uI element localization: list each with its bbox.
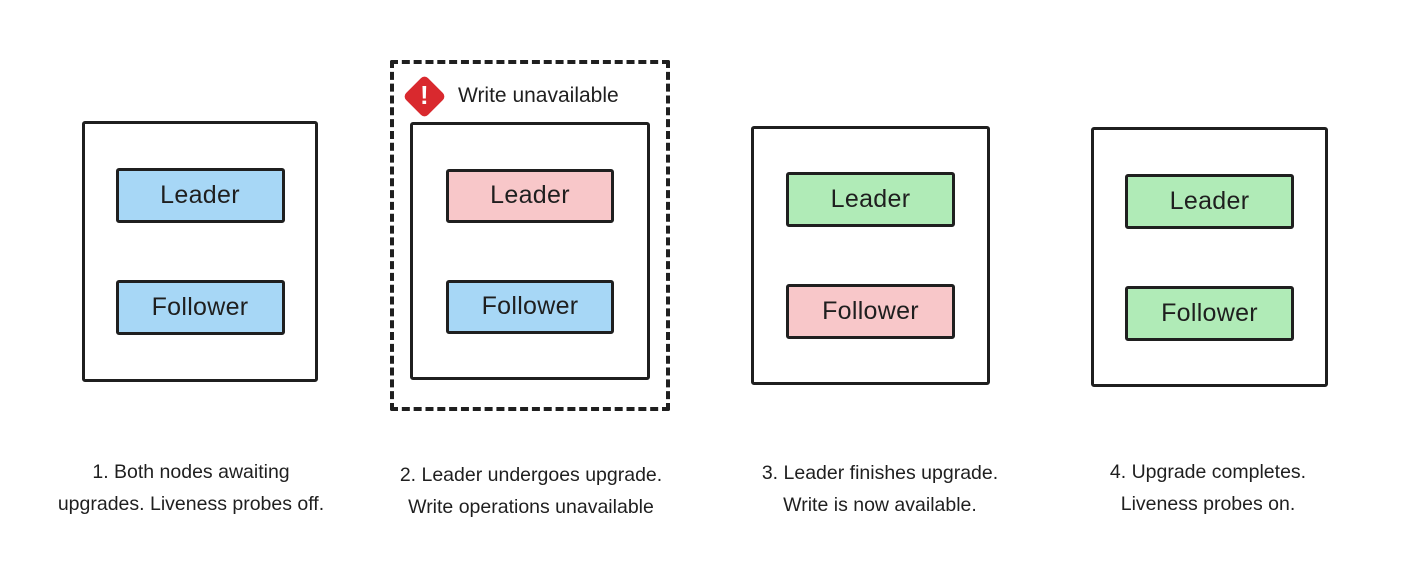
leader-node-label: Leader [160, 181, 240, 209]
cluster-box-step-3: Leader Follower [751, 126, 990, 385]
follower-node-label: Follower [1161, 298, 1258, 327]
follower-node-label: Follower [151, 293, 249, 321]
caption-step-3: 3. Leader finishes upgrade. Write is now… [710, 457, 1050, 521]
cluster-box-step-1: Leader Follower [82, 121, 318, 382]
leader-node-label: Leader [1169, 186, 1250, 215]
caption-line: 1. Both nodes awaiting [92, 461, 290, 483]
warning-icon: ! [400, 72, 448, 120]
follower-node-step-1: Follower [115, 280, 285, 335]
caption-line: 3. Leader finishes upgrade. [761, 462, 999, 484]
leader-node-step-1: Leader [115, 168, 285, 223]
caption-line: 2. Leader undergoes upgrade. [399, 464, 663, 486]
follower-node-step-2: Follower [446, 279, 614, 334]
caption-line: Liveness probes on. [1120, 493, 1296, 515]
caption-line: 4. Upgrade completes. [1109, 461, 1307, 483]
warning-label: Write unavailable [458, 84, 619, 107]
leader-node-step-4: Leader [1125, 173, 1294, 229]
write-unavailable-region: ! Write unavailable Leader Follower [390, 60, 670, 411]
follower-node-label: Follower [822, 297, 919, 325]
caption-line: Write operations unavailable [408, 496, 654, 518]
warning-diamond-icon: ! [402, 74, 446, 118]
caption-line: upgrades. Liveness probes off. [57, 493, 325, 515]
leader-node-step-3: Leader [786, 172, 955, 227]
cluster-box-step-2: Leader Follower [410, 122, 650, 380]
caption-step-4: 4. Upgrade completes. Liveness probes on… [1038, 456, 1378, 520]
caption-line: Write is now available. [783, 494, 977, 516]
caption-step-1: 1. Both nodes awaiting upgrades. Livenes… [21, 456, 361, 520]
follower-node-step-3: Follower [786, 284, 955, 339]
warning-row: ! Write unavailable [400, 72, 619, 120]
leader-node-label: Leader [490, 181, 570, 209]
leader-node-step-2: Leader [446, 168, 614, 223]
leader-node-label: Leader [830, 185, 911, 213]
follower-node-step-4: Follower [1125, 285, 1294, 341]
caption-step-2: 2. Leader undergoes upgrade. Write opera… [361, 459, 701, 523]
follower-node-label: Follower [481, 292, 579, 320]
exclamation-glyph: ! [419, 79, 429, 110]
cluster-box-step-4: Leader Follower [1091, 127, 1328, 387]
